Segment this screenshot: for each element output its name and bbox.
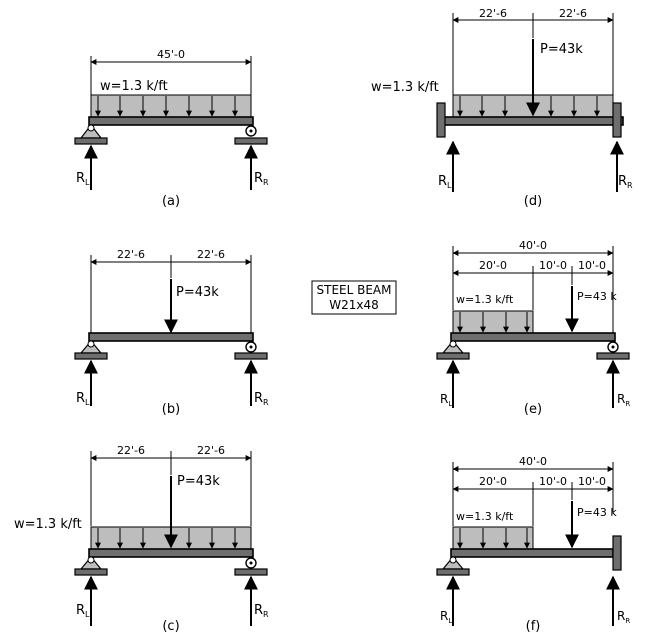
- dim-2: 10'-0: [539, 475, 567, 488]
- beam: [88, 116, 254, 126]
- dim-2: 22'-6: [559, 7, 587, 20]
- beam: [450, 332, 616, 342]
- dim-1: 22'-6: [117, 248, 145, 261]
- dim-2: 22'-6: [197, 444, 225, 457]
- reaction-right-label: RR: [254, 603, 269, 619]
- reaction-left-label: RL: [438, 174, 452, 190]
- point-load-label: P=43 k: [577, 506, 617, 519]
- dim-3: 10'-0: [578, 259, 606, 272]
- fixed-support-right: [612, 102, 622, 138]
- reaction-right-label: RR: [617, 392, 630, 408]
- dim-total: 40'-0: [519, 239, 547, 252]
- load-arrows: [457, 528, 530, 549]
- load-label: w=1.3 k/ft: [456, 293, 514, 306]
- distributed-load: [452, 310, 534, 334]
- steel-beam-label: STEEL BEAM W21x48: [311, 280, 397, 315]
- caption: (a): [162, 194, 180, 209]
- steel-label-line2: W21x48: [329, 298, 379, 312]
- support-pad-left: [74, 137, 108, 145]
- reaction-left-label: RL: [440, 609, 452, 625]
- dim-1: 22'-6: [117, 444, 145, 457]
- support-pad-left: [74, 352, 108, 360]
- dim-1: 20'-0: [479, 475, 507, 488]
- reaction-right-label: RR: [254, 391, 269, 407]
- load-arrows: [95, 96, 238, 117]
- support-pad-right: [596, 352, 630, 360]
- support-pad-left: [436, 352, 470, 360]
- panel-e: 40'-0 20'-0 10'-0 10'-0 P=43 k w=1.3 k/f…: [436, 239, 630, 417]
- reaction-left-label: RL: [76, 171, 90, 187]
- load-label: w=1.3 k/ft: [100, 79, 168, 94]
- caption: (b): [162, 402, 180, 417]
- beam: [88, 548, 254, 558]
- load-arrows: [457, 312, 530, 333]
- point-load-label: P=43k: [176, 285, 219, 300]
- dim-2: 10'-0: [539, 259, 567, 272]
- dim-2: 22'-6: [197, 248, 225, 261]
- steel-label-line1: STEEL BEAM: [317, 283, 392, 297]
- load-label: w=1.3 k/ft: [14, 517, 82, 532]
- support-pad-right: [234, 352, 268, 360]
- load-arrows: [457, 96, 600, 117]
- panel-f: 40'-0 20'-0 10'-0 10'-0 P=43 k w=1.3 k/f…: [436, 455, 630, 634]
- panel-c: 22'-6 22'-6 P=43k w=1.3 k/ft RL RR (c): [14, 444, 269, 634]
- support-pad-right: [234, 137, 268, 145]
- support-pad-left: [74, 568, 108, 576]
- dim-1: 22'-6: [479, 7, 507, 20]
- beam: [88, 332, 254, 342]
- dim-total: 45'-0: [157, 48, 185, 61]
- panel-a: 45'-0 w=1.3 k/ft RL RR (a): [74, 48, 269, 209]
- reaction-left-label: RL: [76, 603, 90, 619]
- panel-d: 22'-6 22'-6 P=43k w=1.3 k/ft RL RR (d): [371, 7, 633, 209]
- fixed-support-right: [612, 535, 622, 571]
- dim-1: 20'-0: [479, 259, 507, 272]
- reaction-right-label: RR: [254, 171, 269, 187]
- caption: (c): [162, 619, 179, 634]
- caption: (d): [524, 194, 542, 209]
- load-label: w=1.3 k/ft: [456, 510, 514, 523]
- load-arrows: [95, 528, 238, 549]
- dim-3: 10'-0: [578, 475, 606, 488]
- caption: (f): [526, 619, 541, 634]
- distributed-load: [452, 526, 534, 550]
- panel-b: 22'-6 22'-6 P=43k RL RR (b): [74, 248, 269, 417]
- beam: [442, 116, 624, 126]
- point-load-label: P=43k: [540, 42, 583, 57]
- distributed-load: [90, 94, 252, 118]
- beam: [450, 548, 614, 558]
- caption: (e): [524, 402, 542, 417]
- support-pad-right: [234, 568, 268, 576]
- fixed-support-left: [436, 102, 446, 138]
- point-load-label: P=43 k: [577, 290, 617, 303]
- load-label: w=1.3 k/ft: [371, 80, 439, 95]
- support-pad-left: [436, 568, 470, 576]
- reaction-right-label: RR: [618, 174, 633, 190]
- reaction-left-label: RL: [76, 391, 90, 407]
- dim-total: 40'-0: [519, 455, 547, 468]
- reaction-left-label: RL: [440, 392, 452, 408]
- reaction-right-label: RR: [617, 609, 630, 625]
- point-load-label: P=43k: [177, 474, 220, 489]
